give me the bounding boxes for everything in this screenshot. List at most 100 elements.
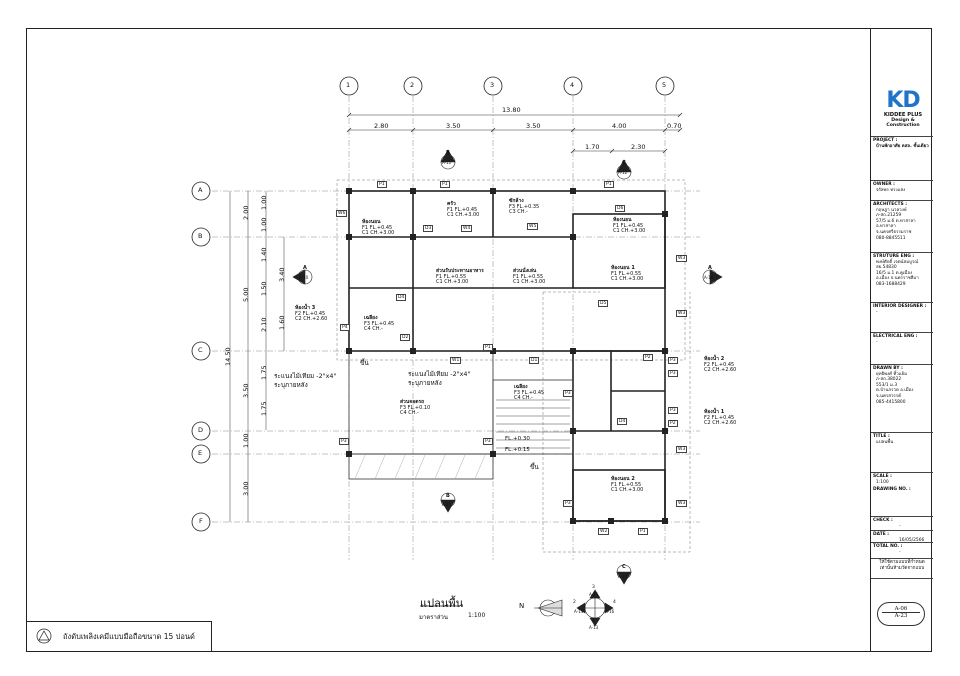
check-section: CHECK : - — [871, 516, 933, 530]
section-c-bottom-ref: A-12 — [618, 574, 628, 579]
drawn-address-2: ต.บ้านกรวด อ.เมือง จ.นครสวรรค์ — [876, 388, 914, 399]
scale-section: SCALE : 1:100 — [871, 472, 933, 486]
note-line-2: เท่านั้นห้ามวัดจากแบบ — [879, 565, 925, 571]
title-block: PROJECT : บ้านพักอาศัย คสล. ชั้นเดียว OW… — [870, 28, 933, 652]
tag: D1 — [529, 357, 540, 364]
tag: W1 — [450, 357, 462, 364]
north-label: N — [519, 602, 525, 610]
title-label: TITLE : — [873, 434, 890, 439]
tag: W3 — [676, 500, 688, 507]
tag: P3 — [339, 438, 349, 445]
architects-section: ARCHITECTS : กฤษฎา นวลวงษ์ ภ-สถ.21259 57… — [871, 200, 933, 242]
structure-address: 16/5 ม.1 ต.คูเมือง — [876, 270, 913, 276]
drawn-address: 553/1 ม.3 — [876, 382, 898, 388]
eave-note-mid-sub: ระบุภายหลัง — [408, 379, 442, 387]
date-value: 16/05/2566 — [899, 537, 925, 543]
dim-left-a2: 5.00 — [242, 287, 250, 302]
tag: W3 — [676, 446, 688, 453]
step-up-label: ขึ้น — [360, 359, 369, 367]
logo-mark: KD — [886, 88, 920, 113]
dim-left-b7: 1.75 — [260, 401, 268, 416]
grid-col-1: 1 — [346, 81, 351, 89]
structure-section: STRUTURE ENG : พงษ์ศักดิ์ เจตน์สมบูรณ์ ส… — [871, 252, 933, 289]
grid-col-5: 5 — [662, 81, 667, 89]
dim-left-a3: 3.50 — [242, 383, 250, 398]
tag: D4 — [617, 418, 628, 425]
dim-sub-1: 1.70 — [585, 143, 600, 151]
legend-box: ถังดับเพลิงเคมีแบบมือถือขนาด 15 ปอนด์ — [26, 621, 212, 652]
architect-phone: 080-8845511 — [876, 235, 906, 241]
company-logo: KD KIDDEE PLUS Design & Construction — [876, 88, 930, 129]
tag: P3 — [563, 500, 573, 507]
dim-left-c1: 3.40 — [278, 267, 286, 282]
tag: W3 — [676, 255, 688, 262]
architect-license: ภ-สถ.21259 — [876, 213, 902, 219]
tag: P3 — [668, 407, 678, 414]
tag: D2 — [400, 334, 411, 341]
tag: W4 — [461, 225, 473, 232]
project-value: บ้านพักอาศัย คสล. ชั้นเดียว — [876, 143, 929, 149]
drawn-label: DRAWN BY : — [873, 366, 903, 371]
section-b-top-letter: B — [446, 150, 450, 156]
tag: D5 — [598, 300, 609, 307]
elev-key-ref-13: A-13 — [589, 625, 599, 630]
grid-col-4: 4 — [570, 81, 575, 89]
grid-row-d: D — [198, 426, 204, 434]
elev-key-ref-15: A-15 — [589, 592, 599, 597]
tag: P1 — [638, 528, 648, 535]
grid-row-a: A — [198, 186, 203, 194]
project-section: PROJECT : บ้านพักอาศัย คสล. ชั้นเดียว — [871, 136, 933, 150]
tag: P2 — [668, 420, 678, 427]
total-label: TOTAL NO. : — [873, 544, 903, 549]
grid-col-3: 3 — [490, 81, 495, 89]
owner-label: OWNER : — [873, 182, 895, 187]
eave-note-mid: ระแนงไม้เทียม -2"x4" — [408, 370, 471, 378]
tag: P3 — [563, 390, 573, 397]
structure-address-2: อ.เมือง จ.นครราชสีมา — [876, 276, 919, 282]
section-c-top-letter: C — [622, 160, 626, 166]
tag: P1 — [440, 181, 450, 188]
dim-left-b5: 2.10 — [260, 317, 268, 332]
drawn-section: DRAWN BY : ยุทธิพงศ์ ทิ้วแย้ม ภ-สถ.38022… — [871, 364, 933, 406]
tag: W6 — [336, 210, 348, 217]
section-c-top-ref: A-12 — [618, 170, 628, 175]
dim-left-b1: 1.00 — [260, 195, 268, 210]
company-name: KIDDEE PLUS — [883, 112, 923, 118]
structure-label: STRUTURE ENG : — [873, 254, 915, 259]
dim-left-a4: 1.00 — [242, 433, 250, 448]
dim-top-1: 2.80 — [374, 122, 389, 130]
check-value: - — [899, 523, 901, 529]
tag: W2 — [598, 528, 610, 535]
grid-row-b: B — [198, 232, 203, 240]
section-a-left-ref: A-10 — [299, 275, 309, 280]
section-b-bottom-ref: A-11 — [442, 502, 452, 507]
dim-top-2: 3.50 — [446, 122, 461, 130]
sheet-frame — [26, 28, 932, 652]
interior-label: INTERIOR DESIGNER : — [873, 304, 927, 309]
tag: P4 — [340, 324, 350, 331]
architect-name: กฤษฎา นวลวงษ์ — [876, 207, 907, 213]
dim-left-a1: 2.00 — [242, 205, 250, 220]
title-value: แปลนพื้น — [876, 439, 894, 445]
tag: P1 — [483, 344, 493, 351]
drawing-scale-value: 1:100 — [468, 612, 486, 619]
floor-level-label: FL.+0.15 — [505, 447, 530, 453]
owner-section: OWNER : จรัสพร ทรงแสง — [871, 180, 933, 194]
drawing-no-label: DRAWING NO. : — [873, 487, 911, 492]
grid-row-c: C — [198, 346, 203, 354]
structure-phone: 083-1688429 — [876, 281, 906, 287]
drawing-title: แปลนพื้น — [420, 597, 464, 610]
date-section: DATE : 16/05/2566 — [871, 530, 933, 544]
dim-sub-2: 2.30 — [631, 143, 646, 151]
electrical-section: ELECTRICAL ENG : - — [871, 332, 933, 346]
tag: D6 — [615, 205, 626, 212]
dim-total: 13.80 — [502, 106, 521, 114]
step-up-label: ขึ้น — [530, 463, 539, 471]
dim-top-3: 3.50 — [526, 122, 541, 130]
